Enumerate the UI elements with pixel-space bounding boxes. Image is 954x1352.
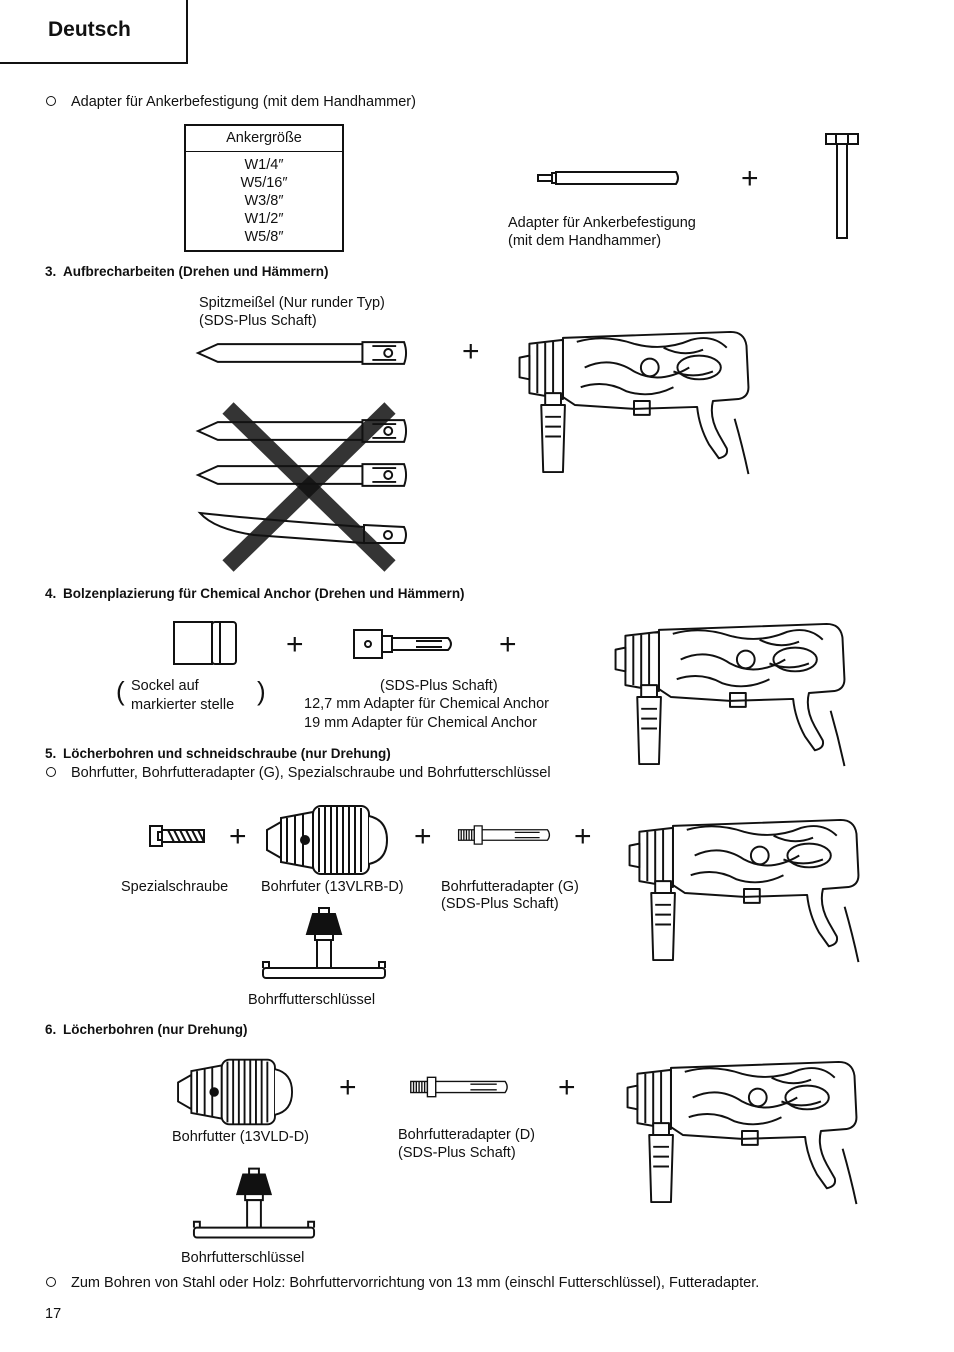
plus-sign: +: [574, 820, 592, 853]
screw-caption: Spezialschraube: [121, 879, 229, 895]
adapter-icon: [410, 1076, 508, 1098]
bullet-icon: [46, 1277, 56, 1287]
anchor-size: W5/8″: [244, 229, 284, 245]
drill-icon: [626, 1060, 858, 1206]
drill-chuck-icon: [265, 804, 389, 876]
section-heading: 5. Löcherbohren und schneidschraube (nur…: [45, 746, 391, 761]
anchor-adapter-caption: Adapter für Ankerbefestigung: [508, 215, 696, 231]
anchor-size-table: Ankergröße W1/4″ W5/16″ W3/8″ W1/2″ W5/8…: [184, 124, 344, 252]
anchor-adapter-icon: [537, 171, 679, 185]
section5-bullet-text: Bohrfutter, Bohrfutteradapter (G), Spezi…: [71, 765, 551, 781]
paren-open: (: [116, 676, 125, 706]
anchor-size: W1/4″: [244, 157, 284, 173]
adapter-caption: Bohrfutteradapter (G): [441, 879, 579, 895]
chisel-caption: (SDS-Plus Schaft): [199, 313, 317, 329]
adapter-icon: [457, 825, 551, 845]
socket-caption: markierter stelle: [131, 697, 235, 713]
chuck-key-icon: [192, 1167, 316, 1239]
anchor-size: W3/8″: [244, 193, 284, 209]
chuck-key-icon: [261, 906, 387, 980]
plus-sign: +: [462, 335, 480, 368]
special-screw-icon: [149, 825, 205, 847]
chisel-icon: [197, 511, 407, 545]
adapter-caption: (SDS-Plus Schaft): [398, 1145, 516, 1161]
section-heading: 3. Aufbrecharbeiten (Drehen und Hämmern): [45, 264, 329, 279]
cross-out-icon: [222, 402, 396, 572]
anchor-sizes: W1/4″ W5/16″ W3/8″ W1/2″ W5/8″: [186, 152, 342, 246]
page-number: 17: [45, 1306, 62, 1322]
adapter-caption: (SDS-Plus Schaft): [441, 896, 559, 912]
chisel-icon: [196, 341, 408, 365]
drill-icon: [628, 818, 860, 964]
anchor-size: W1/2″: [244, 211, 284, 227]
plus-sign: +: [741, 162, 759, 195]
socket-icon: [173, 621, 237, 665]
adapter-caption: Bohrfutteradapter (D): [398, 1127, 536, 1143]
adapter-icon: [353, 629, 452, 659]
plus-sign: +: [286, 628, 304, 661]
plus-sign: +: [558, 1071, 576, 1104]
intro-text: Adapter für Ankerbefestigung (mit dem Ha…: [71, 94, 416, 110]
drill-chuck-icon: [177, 1058, 294, 1126]
chisel-caption: Spitzmeißel (Nur runder Typ): [199, 295, 385, 311]
paren-close: ): [257, 676, 266, 706]
language-label: Deutsch: [48, 18, 131, 41]
bullet-icon: [46, 96, 56, 106]
hammer-icon: [825, 133, 859, 239]
bullet-icon: [46, 767, 56, 777]
anchor-size: W5/16″: [240, 175, 288, 191]
adapter-caption: 12,7 mm Adapter für Chemical Anchor: [304, 696, 550, 712]
chuck-caption: Bohrfuter (13VLRB-D): [261, 879, 404, 895]
chuck-caption: Bohrfutter (13VLD-D): [172, 1129, 309, 1145]
section-heading: 4. Bolzenplazierung für Chemical Anchor …: [45, 586, 465, 601]
key-caption: Bohrffutterschlüssel: [248, 992, 376, 1008]
section-heading: 6. Löcherbohren (nur Drehung): [45, 1022, 248, 1037]
drill-icon: [518, 330, 750, 476]
adapter-caption: 19 mm Adapter für Chemical Anchor: [304, 715, 537, 731]
language-tab: Deutsch: [0, 0, 188, 64]
anchor-adapter-caption: (mit dem Handhammer): [508, 233, 662, 249]
plus-sign: +: [339, 1071, 357, 1104]
plus-sign: +: [229, 820, 247, 853]
plus-sign: +: [414, 820, 432, 853]
table-header: Ankergröße: [186, 126, 342, 152]
drill-icon: [614, 622, 846, 768]
socket-caption: Sockel auf: [131, 678, 199, 694]
plus-sign: +: [499, 628, 517, 661]
key-caption: Bohrfutterschlüssel: [181, 1250, 305, 1266]
footer-text: Zum Bohren von Stahl oder Holz: Bohrfutt…: [71, 1275, 760, 1291]
adapter-caption: (SDS-Plus Schaft): [380, 678, 498, 694]
